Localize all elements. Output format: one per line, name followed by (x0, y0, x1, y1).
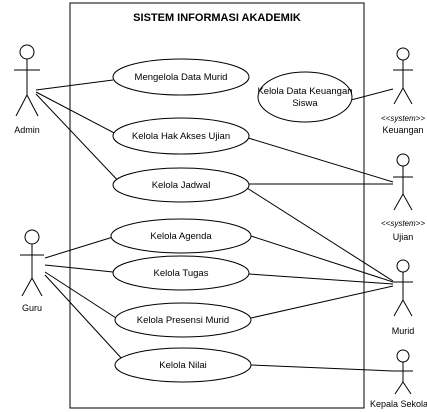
use-case-kelola-jadwal: Kelola Jadwal (112, 167, 250, 203)
use-case-kelola-data-keuangan-siswa: Kelola Data Keuangan Siswa (257, 71, 353, 123)
use-case-label-line2: Siswa (292, 98, 318, 109)
use-case-label: Kelola Tugas (154, 268, 209, 279)
assoc-admin-kelola-hak-akses-ujian (35, 91, 121, 137)
use-case-kelola-presensi-murid: Kelola Presensi Murid (114, 302, 252, 338)
actor-stereotype: <<system>> (381, 219, 425, 228)
use-case-mengelola-data-murid: Mengelola Data Murid (112, 58, 250, 96)
assoc-murid-tugas (248, 273, 394, 285)
assoc-admin-kelola-jadwal (35, 93, 125, 188)
actor-stereotype: <<system>> (381, 114, 425, 123)
system-boundary (69, 2, 365, 409)
actor-label: Kepala Sekola (370, 399, 427, 409)
use-case-label: Kelola Nilai (159, 360, 207, 371)
assoc-guru-kelola-nilai (44, 274, 124, 361)
system-title: SISTEM INFORMASI AKADEMIK (133, 12, 301, 24)
actor-guru: Guru (20, 229, 44, 313)
actor-label: Ujian (393, 232, 414, 242)
assoc-murid-jadwal (246, 187, 394, 282)
actor-ujian: <<system>> Ujian (381, 153, 425, 242)
actor-head-icon (24, 229, 40, 245)
assoc-guru-kelola-agenda (44, 236, 114, 259)
assoc-murid-agenda (250, 235, 394, 283)
actor-keuangan: <<system>> Keuangan (381, 47, 425, 135)
actor-label: Guru (22, 303, 42, 313)
actor-head-icon (19, 44, 35, 60)
use-case-label: Kelola Agenda (150, 231, 212, 242)
assoc-keuangan-data-keuangan (350, 88, 394, 101)
actor-label: Murid (392, 326, 415, 336)
actor-head-icon (396, 259, 410, 273)
actor-head-icon (396, 47, 410, 61)
actor-label: Keuangan (382, 125, 423, 135)
use-case-kelola-agenda: Kelola Agenda (110, 218, 252, 254)
assoc-ujian-hak-akses (244, 136, 394, 183)
use-case-kelola-hak-akses-ujian: Kelola Hak Akses Ujian (112, 117, 250, 155)
actor-head-icon (396, 153, 410, 167)
assoc-admin-mengelola-data-murid (35, 79, 114, 91)
use-case-kelola-nilai: Kelola Nilai (114, 347, 252, 383)
actor-admin: Admin (14, 44, 40, 135)
use-case-label: Kelola Jadwal (152, 180, 211, 191)
assoc-guru-kelola-tugas (44, 264, 114, 273)
use-case-kelola-tugas: Kelola Tugas (112, 255, 250, 291)
use-case-label-line1: Kelola Data Keuangan (257, 86, 352, 97)
use-case-label: Mengelola Data Murid (135, 72, 228, 83)
assoc-murid-presensi (250, 285, 394, 319)
use-case-label: Kelola Presensi Murid (137, 315, 229, 326)
actor-murid: Murid (392, 259, 415, 336)
actor-head-icon (396, 349, 410, 363)
use-case-label: Kelola Hak Akses Ujian (132, 131, 230, 142)
actor-kepala-sekolah: Kepala Sekola (370, 349, 427, 409)
actor-label: Admin (14, 125, 40, 135)
assoc-guru-kelola-presensi-murid (44, 271, 117, 319)
assoc-kepala-sekolah-nilai (250, 364, 394, 372)
associations (35, 79, 394, 372)
